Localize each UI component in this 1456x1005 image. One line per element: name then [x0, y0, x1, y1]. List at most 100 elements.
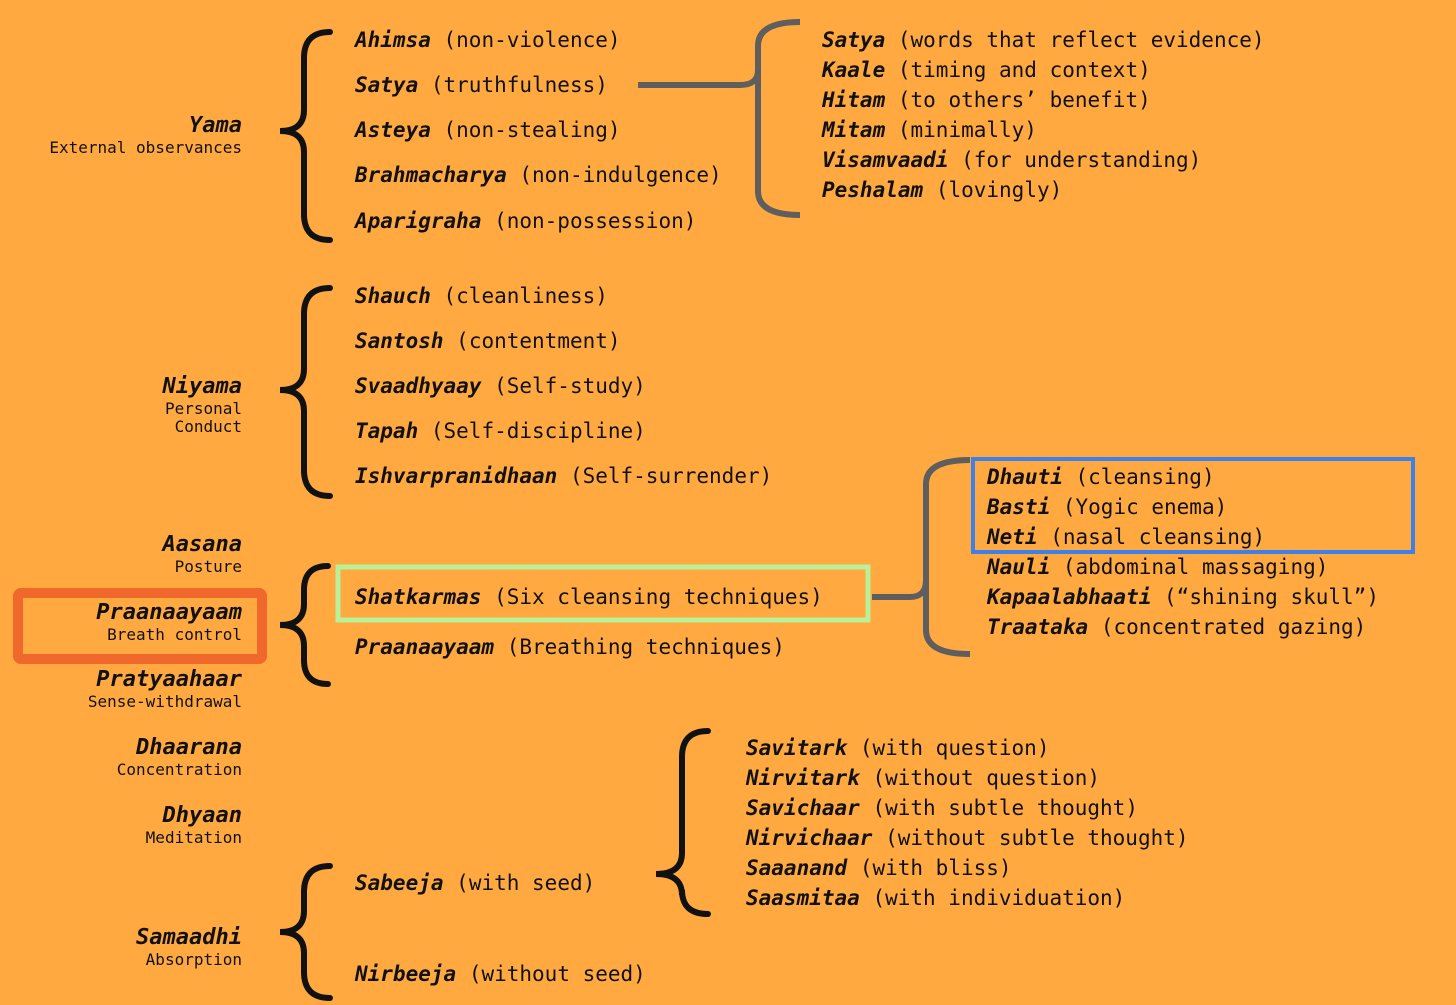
item-desc: (non-indulgence): [519, 163, 722, 187]
shatkarma-bracket: [923, 457, 971, 657]
samaadhi-brace: [279, 863, 333, 1001]
item-term: Shatkarmas: [355, 585, 482, 609]
satya-item: Visamvaadi (for understanding): [822, 147, 1201, 173]
yama-item: Asteya (non-stealing): [355, 117, 621, 143]
sabeeja-item: Savichaar (with subtle thought): [746, 795, 1138, 821]
item-term: Tapah: [355, 419, 419, 443]
limb-dhyaan: Dhyaan Meditation: [145, 803, 242, 848]
item-desc: (concentrated gazing): [1100, 615, 1367, 639]
limb-name: Pratyaahaar: [96, 667, 242, 692]
limb-subtitle: Absorption: [145, 950, 242, 970]
sabeeja-brace: [655, 728, 711, 917]
shatkarma-connector: [872, 579, 929, 600]
item-desc: (words that reflect evidence): [897, 28, 1265, 52]
limb-name: Samaadhi: [136, 925, 242, 950]
limb-name: Dhyaan: [162, 803, 242, 828]
niyama-item: Santosh (contentment): [355, 328, 621, 354]
limb-subtitle: Sense-withdrawal: [87, 692, 242, 712]
item-term: Satya: [822, 28, 886, 52]
praanaayaam-item: Praanaayaam (Breathing techniques): [355, 634, 785, 660]
item-term: Kaale: [822, 58, 886, 82]
praanaayaam-highlight-box: [13, 588, 267, 664]
item-desc: (cleanliness): [443, 284, 608, 308]
item-term: Ishvarpranidhaan: [355, 464, 558, 488]
sabeeja-item: Nirvichaar (without subtle thought): [746, 825, 1189, 851]
yama-item: Aparigraha (non-possession): [355, 208, 696, 234]
item-term: Santosh: [355, 329, 444, 353]
shatkarma-item: Basti (Yogic enema): [987, 494, 1227, 520]
shatkarma-item: Nauli (abdominal massaging): [987, 554, 1328, 580]
yama-item: Brahmacharya (non-indulgence): [355, 162, 722, 188]
item-desc: (Yogic enema): [1062, 495, 1228, 519]
satya-item: Mitam (minimally): [822, 117, 1037, 143]
item-term: Neti: [987, 525, 1038, 549]
praanaayaam-item: Shatkarmas (Six cleansing techniques): [355, 584, 823, 610]
item-term: Nirvitark: [746, 766, 860, 790]
item-desc: (to others’ benefit): [897, 88, 1151, 112]
item-desc: (Breathing techniques): [506, 635, 785, 659]
item-desc: (lovingly): [935, 178, 1063, 202]
item-desc: (with bliss): [859, 856, 1012, 880]
item-desc: (“shining skull”): [1164, 585, 1379, 609]
limb-subtitle: Meditation: [145, 828, 242, 848]
satya-item: Peshalam (lovingly): [822, 177, 1062, 203]
praanaayaam-brace: [279, 563, 331, 687]
niyama-item: Tapah (Self-discipline): [355, 418, 646, 444]
item-term: Svaadhyaay: [355, 374, 482, 398]
item-term: Shauch: [355, 284, 431, 308]
satya-item: Satya (words that reflect evidence): [822, 27, 1265, 53]
item-desc: (without question): [872, 766, 1101, 790]
item-desc: (Self-study): [494, 374, 646, 398]
shatkarma-item: Dhauti (cleansing): [987, 464, 1215, 490]
satya-item: Hitam (to others’ benefit): [822, 87, 1151, 113]
item-desc: (Six cleansing techniques): [494, 585, 823, 609]
item-desc: (minimally): [897, 118, 1037, 142]
item-desc: (without subtle thought): [885, 826, 1189, 850]
limb-niyama: Niyama Personal Conduct: [142, 374, 242, 436]
limb-yama: Yama External observances: [49, 113, 242, 158]
item-term: Savichaar: [746, 796, 860, 820]
sabeeja-item: Savitark (with question): [746, 735, 1049, 761]
item-desc: (without seed): [468, 962, 646, 986]
niyama-item: Shauch (cleanliness): [355, 283, 608, 309]
limb-name: Praanaayaam: [96, 600, 242, 625]
limb-subtitle: Personal Conduct: [164, 399, 242, 436]
samaadhi-item: Nirbeeja (without seed): [355, 961, 646, 987]
niyama-brace: [279, 285, 333, 499]
shatkarmas-highlight-box: [335, 564, 871, 623]
item-desc: (for understanding): [961, 148, 1202, 172]
item-term: Aparigraha: [355, 209, 482, 233]
limb-subtitle: External observances: [49, 138, 242, 158]
item-desc: (nasal cleansing): [1050, 525, 1266, 549]
samaadhi-item: Sabeeja (with seed): [355, 870, 595, 896]
item-term: Peshalam: [822, 178, 924, 202]
item-term: Praanaayaam: [355, 635, 495, 659]
limb-dhaarana: Dhaarana Concentration: [117, 735, 242, 779]
niyama-item: Svaadhyaay (Self-study): [355, 373, 646, 399]
item-term: Mitam: [822, 118, 886, 142]
item-term: Nauli: [987, 555, 1051, 579]
item-term: Saaanand: [746, 856, 848, 880]
item-term: Asteya: [355, 118, 431, 142]
item-term: Dhauti: [987, 465, 1063, 489]
sabeeja-item: Saaanand (with bliss): [746, 855, 1012, 881]
item-desc: (cleansing): [1075, 465, 1215, 489]
satya-item: Kaale (timing and context): [822, 57, 1151, 83]
item-term: Traataka: [987, 615, 1089, 639]
shatkarma-item: Kapaalabhaati (“shining skull”): [987, 584, 1379, 610]
yama-brace: [279, 29, 333, 243]
limb-pratyaahaar: Pratyaahaar Sense-withdrawal: [87, 667, 242, 712]
limb-name: Aasana: [162, 532, 242, 557]
shatkarma-item: Neti (nasal cleansing): [987, 524, 1265, 550]
limb-aasana: Aasana Posture: [162, 532, 242, 577]
limb-name: Dhaarana: [136, 735, 242, 760]
item-term: Brahmacharya: [355, 163, 507, 187]
item-desc: (non-possession): [494, 209, 697, 233]
item-desc: (with individuation): [872, 886, 1126, 910]
limb-subtitle: Posture: [174, 557, 242, 577]
item-term: Basti: [987, 495, 1051, 519]
limb-name: Niyama: [162, 374, 242, 399]
item-term: Satya: [355, 73, 419, 97]
item-term: Nirbeeja: [355, 962, 457, 986]
